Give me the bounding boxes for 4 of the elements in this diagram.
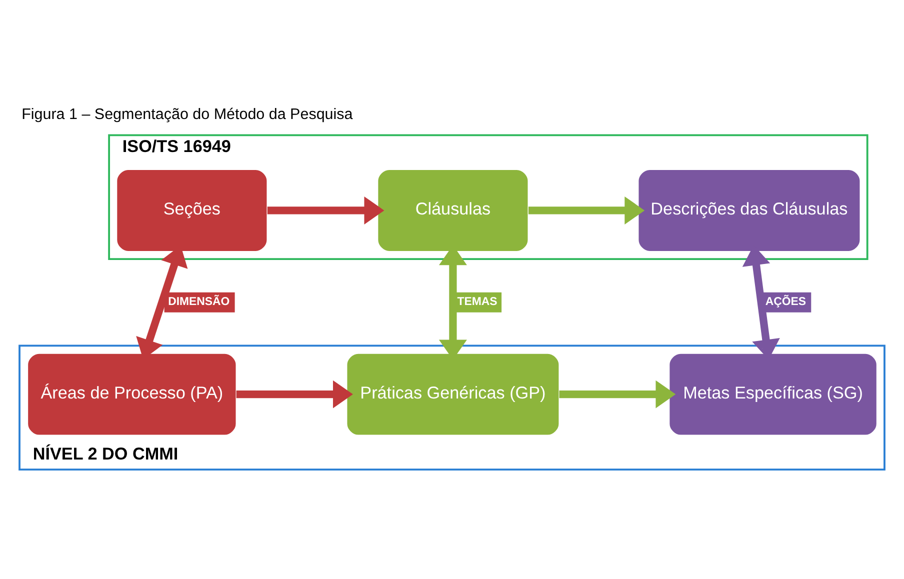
edge-label: AÇÕES [765, 295, 806, 308]
diagram-title: Figura 1 – Segmentação do Método da Pesquisa [22, 105, 353, 122]
edge-label: DIMENSÃO [168, 295, 230, 308]
edge-label: TEMAS [457, 295, 498, 308]
